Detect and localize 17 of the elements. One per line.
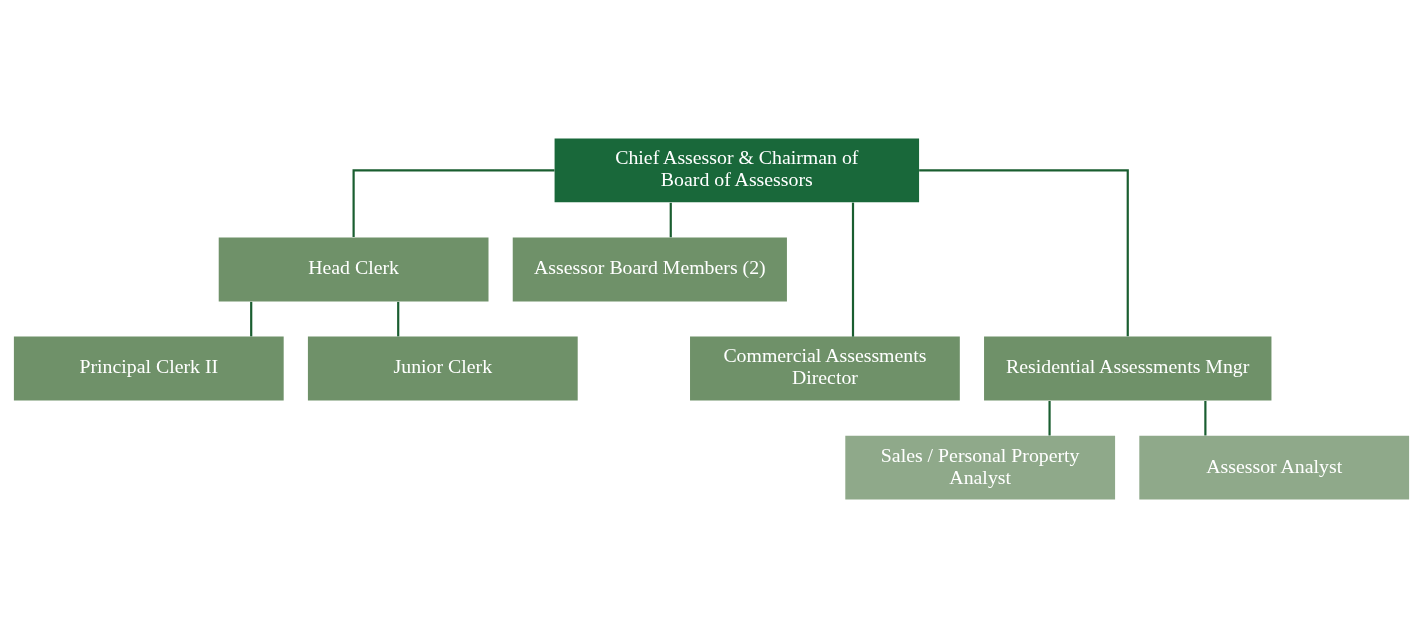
node-box: Sales / Personal Property Analyst	[845, 435, 1116, 500]
connector	[1048, 400, 1051, 435]
node-box: Commercial Assessments Director	[690, 336, 960, 400]
node-box: Junior Clerk	[307, 336, 578, 400]
connector	[397, 301, 400, 336]
node-box: Assessor Analyst	[1139, 435, 1410, 500]
connector	[1204, 400, 1207, 435]
node-box: Chief Assessor & Chairman of Board of Assessors	[554, 137, 920, 202]
node-box: Residential Assessments Mngr	[984, 336, 1272, 400]
node-box: Head Clerk	[218, 237, 489, 301]
connector	[919, 168, 1129, 336]
node-box: Principal Clerk II	[13, 336, 284, 400]
connector	[250, 301, 253, 336]
node-box: Assessor Board Members (2)	[512, 237, 787, 301]
connector	[851, 202, 855, 337]
connector	[352, 168, 555, 237]
connector	[669, 202, 672, 237]
